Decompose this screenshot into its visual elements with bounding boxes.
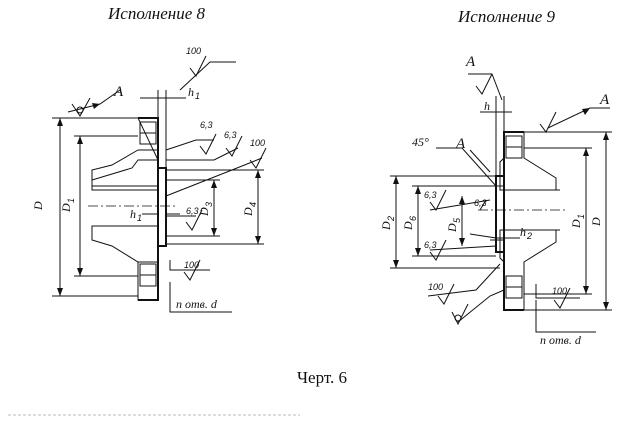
flange9-outline (503, 131, 524, 311)
flange-variant-8 (52, 55, 267, 313)
title-variant-9: Исполнение 9 (458, 7, 556, 26)
label-d-8: D (31, 201, 45, 211)
label-d1-sub-9: 1 (576, 214, 586, 219)
label-d5: D (445, 223, 459, 233)
label-section-a-9-left: A (455, 136, 466, 152)
roughness-100-left-9: 100 (428, 282, 443, 292)
flange8-raised-face (158, 167, 167, 247)
label-d6: D (401, 221, 415, 231)
flange9-upper-section (499, 131, 557, 191)
flange8-hub-upper (91, 149, 159, 187)
label-d3: D (197, 207, 211, 217)
flange8-lower-section (137, 261, 159, 301)
label-d5-sub: 5 (452, 217, 462, 223)
flange8-hub-lower (91, 225, 159, 263)
label-d4-sub: 4 (248, 202, 258, 207)
label-d1-9: D (569, 219, 583, 229)
roughness-100-mid-8: 100 (250, 138, 265, 148)
roughness-63-a-9: 6,3 (424, 190, 437, 200)
roughness-100-top-8: 100 (186, 46, 201, 56)
label-d3-sub: 3 (204, 202, 214, 207)
flange8-upper-section (91, 117, 159, 191)
label-d-9: D (589, 217, 603, 227)
label-h1-lower: h (130, 207, 136, 221)
label-h2: h (520, 225, 526, 239)
label-h1-top: h (188, 85, 194, 99)
label-section-a-9-right: A (599, 92, 610, 108)
roughness-63-c-9: 6,3 (474, 198, 487, 208)
label-section-a-9-top: A (465, 54, 476, 70)
label-h: h (484, 99, 490, 113)
label-d6-sub: 6 (408, 216, 418, 221)
roughness-100-low-8: 100 (184, 260, 199, 270)
flange8-upper-outline (138, 117, 159, 301)
roughness-63-c-8: 6,3 (186, 206, 199, 216)
label-h1-top-sub: 1 (195, 91, 200, 101)
roughness-100-right-9: 100 (552, 286, 567, 296)
label-h1-lower-sub: 1 (137, 213, 142, 223)
label-h2-sub: 2 (526, 231, 532, 241)
label-angle-45: 45° (412, 135, 429, 149)
roughness-63-b-8: 6,3 (224, 130, 237, 140)
label-d2-sub: 2 (386, 216, 396, 222)
label-section-a-8: A (113, 84, 124, 100)
flange-variant-9 (390, 73, 612, 333)
figure-caption: Черт. 6 (297, 368, 348, 387)
roughness-63-a-8: 6,3 (200, 120, 213, 130)
roughness-63-b-9: 6,3 (424, 240, 437, 250)
label-holes-9: n отв. d (540, 333, 582, 347)
label-d4: D (241, 207, 255, 217)
title-variant-8: Исполнение 8 (108, 4, 206, 23)
flange9-groove (495, 175, 504, 253)
label-d1-8: D (59, 203, 73, 213)
label-d1-sub-8: 1 (66, 198, 76, 203)
label-d2: D (379, 221, 393, 231)
label-holes-8: n отв. d (176, 297, 218, 311)
